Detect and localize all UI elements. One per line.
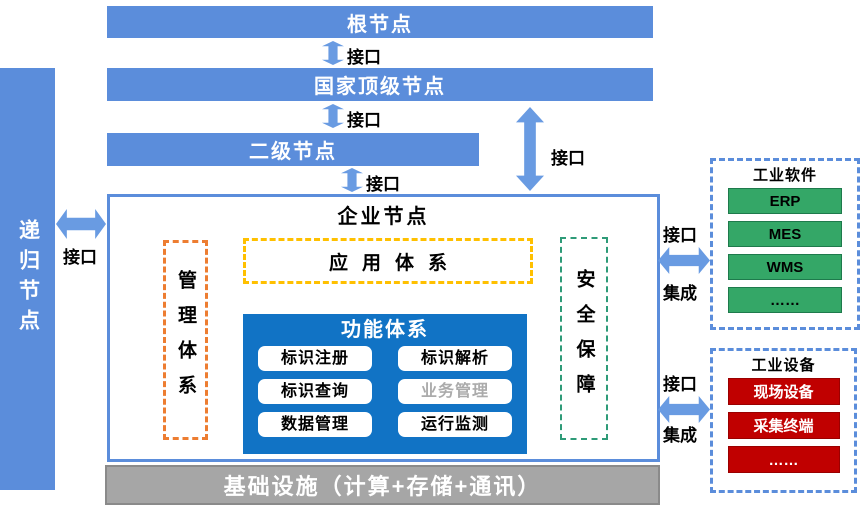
management-system-box: 管理体系 xyxy=(163,240,208,440)
recursive-node-bar: 递归节点 xyxy=(0,68,55,490)
interface-label: 接口 xyxy=(347,48,381,67)
vertical-double-arrow-icon xyxy=(341,168,363,192)
interface-label: 接口 xyxy=(551,149,585,168)
vertical-double-arrow-icon xyxy=(322,41,344,65)
vertical-double-arrow-icon xyxy=(322,104,344,128)
integration-label: 集成 xyxy=(663,426,697,445)
software-item-mes: MES xyxy=(728,221,842,247)
equipment-item-collection-terminal: 采集终端 xyxy=(727,412,840,439)
integration-label: 集成 xyxy=(663,284,697,303)
industrial-equipment-title: 工业设备 xyxy=(751,357,816,374)
industrial-software-title: 工业软件 xyxy=(752,167,817,184)
national-top-node-bar: 国家顶级节点 xyxy=(105,66,655,103)
horizontal-double-arrow-icon xyxy=(56,209,106,239)
interface-label: 接口 xyxy=(366,175,400,194)
enterprise-node-title: 企业节点 xyxy=(337,206,430,228)
horizontal-double-arrow-icon xyxy=(658,247,710,274)
application-system-box: 应用体系 xyxy=(243,238,533,284)
interface-label: 接口 xyxy=(63,248,97,267)
function-button-grid: 标识注册 标识解析 标识查询 业务管理 数据管理 运行监测 xyxy=(243,344,527,437)
vertical-double-arrow-icon xyxy=(516,107,544,191)
business-management-button: 业务管理 xyxy=(398,379,512,404)
data-management-button: 数据管理 xyxy=(258,412,372,437)
horizontal-double-arrow-icon xyxy=(658,396,710,423)
enterprise-node-box: 企业节点 管理体系 应用体系 安全保障 功能体系 标识注册 标识解析 标识查询 … xyxy=(107,194,660,462)
function-system-box: 功能体系 标识注册 标识解析 标识查询 业务管理 数据管理 运行监测 xyxy=(243,314,527,454)
industrial-equipment-box: 工业设备 现场设备 采集终端 …… xyxy=(710,348,857,493)
industrial-software-box: 工业软件 ERP MES WMS …… xyxy=(710,158,860,330)
function-system-title: 功能体系 xyxy=(341,319,429,341)
secondary-node-bar: 二级节点 xyxy=(105,131,481,168)
equipment-item-field-device: 现场设备 xyxy=(727,378,840,405)
equipment-item-more: …… xyxy=(727,446,840,473)
software-item-erp: ERP xyxy=(728,188,842,214)
identifier-query-button: 标识查询 xyxy=(258,379,372,404)
interface-label: 接口 xyxy=(663,226,697,245)
software-item-wms: WMS xyxy=(728,254,842,280)
interface-label: 接口 xyxy=(347,111,381,130)
identifier-register-button: 标识注册 xyxy=(258,346,372,371)
identifier-resolve-button: 标识解析 xyxy=(398,346,512,371)
operation-monitor-button: 运行监测 xyxy=(398,412,512,437)
software-item-more: …… xyxy=(728,287,842,313)
interface-label: 接口 xyxy=(663,375,697,394)
security-assurance-box: 安全保障 xyxy=(560,237,608,440)
root-node-bar: 根节点 xyxy=(105,4,655,40)
infrastructure-bar: 基础设施（计算+存储+通讯） xyxy=(105,465,660,505)
